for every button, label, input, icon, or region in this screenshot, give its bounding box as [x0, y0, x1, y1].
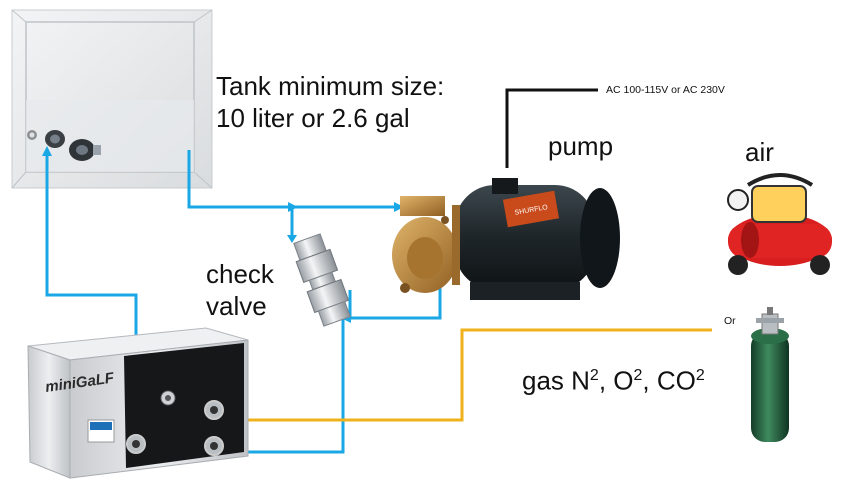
tank-fitting-left — [27, 130, 37, 140]
tank-fitting-middle — [45, 130, 65, 148]
minigalf-device: miniGaLF — [27, 327, 249, 479]
or-label: Or — [724, 315, 736, 327]
gas-label: gas N2, O2, CO2 — [522, 360, 705, 397]
tank-image — [11, 9, 213, 189]
device-water-inlet-port[interactable] — [126, 434, 146, 454]
power-spec-label: AC 100-115V or AC 230V — [606, 84, 725, 96]
tank-size-line1: Tank minimum size: — [216, 71, 445, 101]
tank-size-line2: 10 liter or 2.6 gal — [216, 103, 410, 133]
check-valve-line2: valve — [206, 291, 267, 321]
air-compressor-image — [727, 173, 832, 275]
check-valve-image — [293, 233, 351, 327]
power-cable — [505, 88, 598, 168]
gas-co-sup: 2 — [695, 367, 705, 384]
device-logo — [87, 419, 115, 443]
tank-to-pump-line — [187, 150, 398, 209]
gas-n-sup: 2 — [589, 367, 599, 384]
gas-line — [236, 328, 712, 422]
pump-plate: SHURFLO — [502, 190, 560, 228]
tank-fitting-right — [69, 139, 101, 161]
device-gas-inlet-port[interactable] — [204, 400, 224, 420]
check-valve-line1: check — [206, 259, 274, 289]
tank-size-label: Tank minimum size: 10 liter or 2.6 gal — [216, 70, 444, 134]
gas-o-sup: 2 — [633, 367, 643, 384]
gas-prefix: gas N — [522, 365, 590, 396]
check-valve-label: check valve — [206, 258, 274, 322]
pump-label: pump — [548, 131, 614, 161]
device-to-valve-line — [229, 318, 345, 454]
gas-sep1: , O — [598, 365, 634, 396]
air-label: air — [745, 137, 774, 167]
device-water-outlet-port[interactable] — [204, 436, 224, 456]
gas-cylinder-image — [751, 307, 789, 442]
device-knob[interactable] — [160, 390, 176, 406]
pump-head-brass — [392, 196, 460, 293]
gas-sep2: , CO — [642, 365, 696, 396]
pump-image: SHURFLO — [392, 178, 620, 300]
